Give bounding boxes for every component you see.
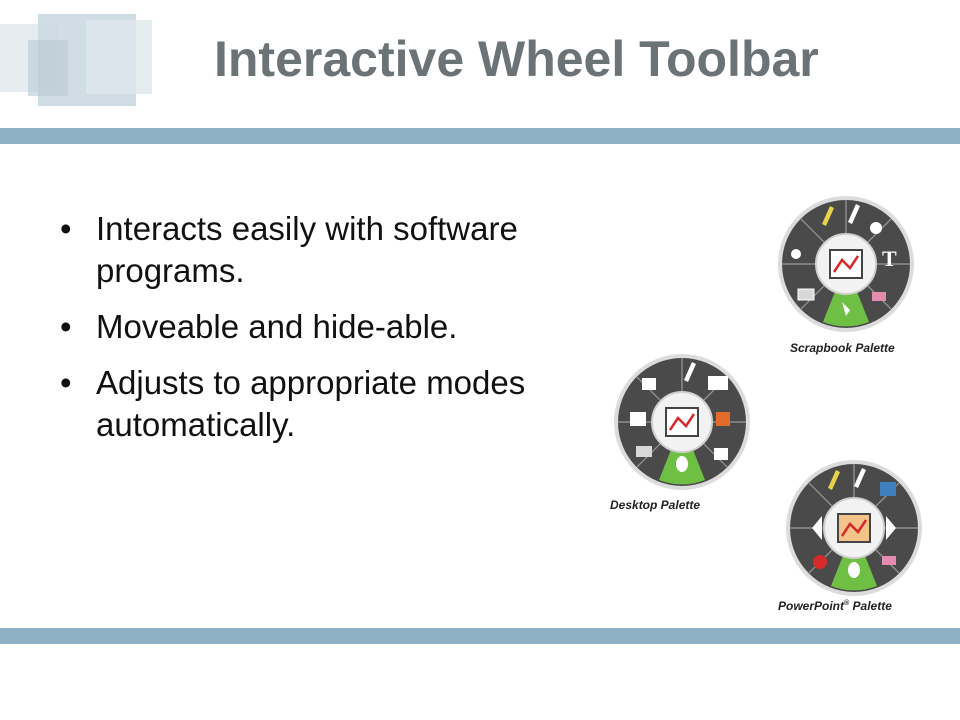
slide-title: Interactive Wheel Toolbar [214, 31, 819, 87]
desktop-palette-wheel [614, 354, 750, 490]
decor-square [28, 40, 68, 96]
decor-square [86, 20, 152, 94]
bullet-item: •Moveable and hide-able. [60, 308, 458, 345]
header-band [0, 128, 960, 144]
bullet-list: •Interacts easily with software programs… [56, 208, 586, 460]
bullet-text: Interacts easily with software programs. [96, 210, 518, 289]
bullet-item: •Adjusts to appropriate modes automatica… [60, 364, 526, 443]
svg-text:T: T [882, 246, 897, 271]
bullet-item: •Interacts easily with software programs… [60, 210, 518, 289]
bullet-text: Moveable and hide-able. [96, 308, 458, 345]
scrapbook-palette-wheel: T [778, 196, 914, 332]
desktop-palette-label: Desktop Palette [610, 498, 701, 512]
powerpoint-palette-label: PowerPoint® Palette [778, 599, 892, 613]
bullet-text: Adjusts to appropriate modes automatical… [96, 364, 526, 443]
footer-band [0, 628, 960, 644]
scrapbook-palette-label: Scrapbook Palette [790, 341, 895, 355]
powerpoint-palette-wheel [786, 460, 922, 596]
